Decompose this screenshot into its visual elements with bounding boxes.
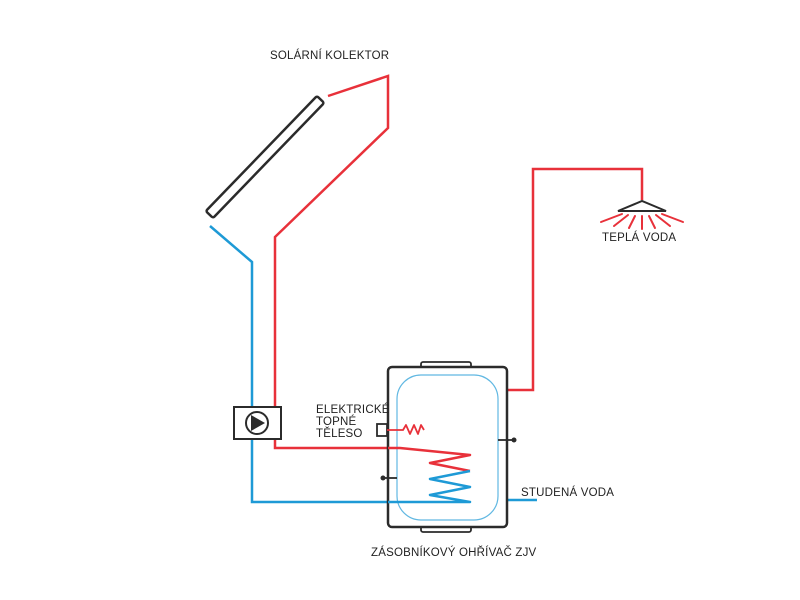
solar-collector-panel	[205, 95, 325, 219]
electric-heating-element	[376, 423, 425, 437]
storage-heater-label: ZÁSOBNÍKOVÝ OHŘÍVAČ ZJV	[371, 547, 537, 559]
heater-coil	[387, 424, 425, 435]
collector-cold-return-pipe	[209, 225, 388, 504]
shower-spray-icon	[600, 213, 684, 230]
tank-sensor-upper-dot	[511, 437, 517, 443]
shower-head-icon	[600, 199, 684, 230]
storage-tank	[380, 361, 517, 533]
cold-water-label: STUDENÁ VODA	[521, 487, 615, 499]
solar-collector-label: SOLÁRNÍ KOLEKTOR	[270, 50, 390, 62]
electric-heater-label-line: TOPNÉ	[316, 416, 357, 428]
electric-heater-label-line: TĚLESO	[316, 428, 363, 440]
tank-sensor-lower-dot	[380, 475, 386, 481]
collector-hot-flow-pipe	[273, 74, 390, 450]
shower-head-body	[617, 199, 667, 212]
hot-water-label: TEPLÁ VODA	[602, 232, 677, 244]
circulation-pump	[233, 406, 282, 440]
electric-heater-label-line: ELEKTRICKÉ	[316, 404, 390, 416]
coil-hot-section	[388, 446, 472, 473]
coil-cold-section	[388, 469, 472, 504]
heat-exchanger-coil	[388, 446, 472, 504]
electric-heater-label: ELEKTRICKÉ TOPNÉ TĚLESO	[316, 404, 390, 440]
pump-direction-icon	[251, 415, 265, 431]
hot-water-outlet-pipe	[490, 167, 644, 392]
solar-collector	[205, 95, 325, 219]
